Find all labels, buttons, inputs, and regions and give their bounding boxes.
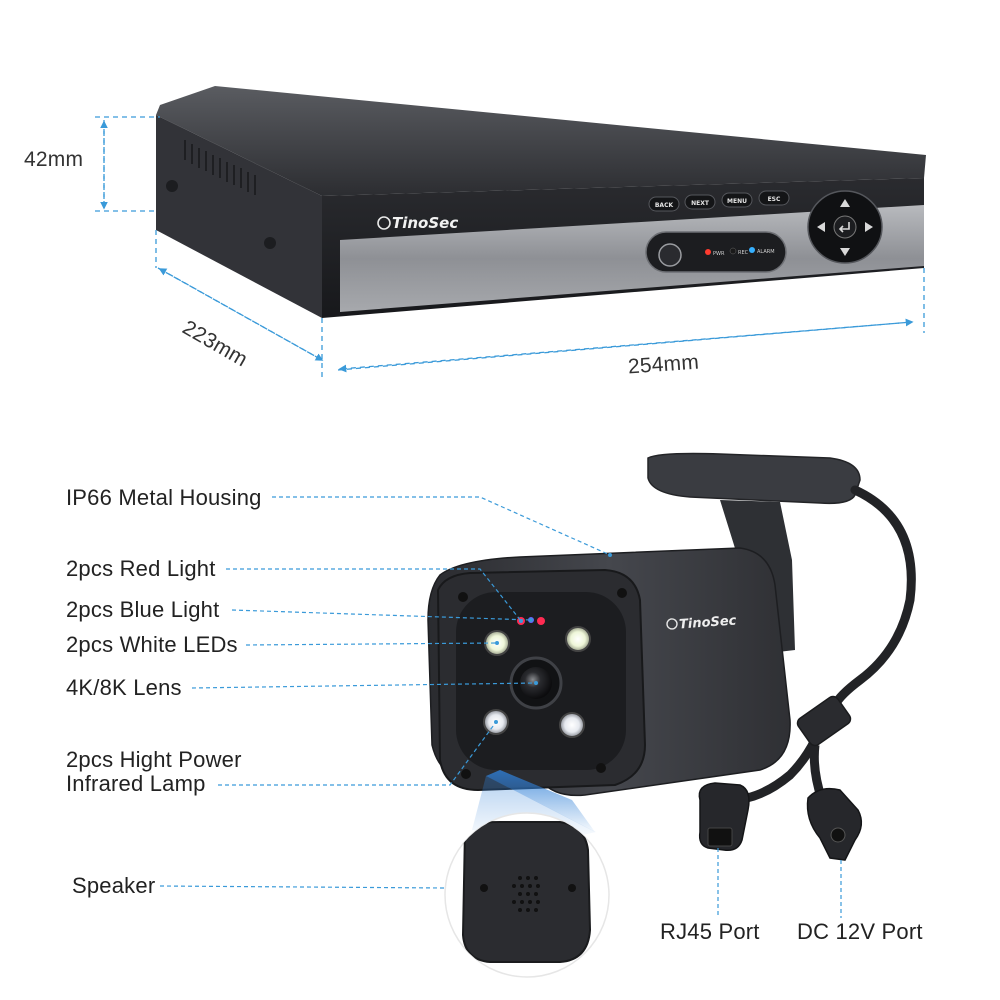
rj45-jack-icon (707, 827, 733, 847)
callout-line-housing (272, 496, 611, 556)
arrow-up-icon (840, 199, 850, 207)
callout-lens: 4K/8K Lens (66, 675, 182, 700)
bullet-camera: TinoSec (427, 452, 916, 861)
dvr-button-label: MENU (727, 198, 747, 205)
white-led-icon (565, 626, 591, 652)
callout-dots (494, 553, 612, 724)
infrared-led-icon (559, 712, 585, 738)
dvr-vents (184, 140, 256, 195)
callout-ip66-housing: IP66 Metal Housing (66, 485, 262, 510)
dc-port-connector (806, 787, 863, 861)
width-dimension-label: 254mm (627, 350, 700, 379)
width-dim-line (338, 321, 913, 373)
svg-text:PWR: PWR (713, 251, 725, 257)
dvr-dpad (807, 190, 883, 264)
dvr-buttons: BACK NEXT MENU ESC (648, 190, 790, 212)
screw-icon (568, 884, 576, 892)
callout-blue-light: 2pcs Blue Light (66, 597, 220, 622)
screw-icon (461, 769, 471, 779)
callout-line-infrared (218, 721, 497, 786)
enter-icon (838, 222, 850, 233)
rec-led-icon (729, 247, 737, 255)
cable-splitter (796, 695, 852, 747)
screw-icon (480, 884, 488, 892)
dvr-button-label: NEXT (691, 200, 710, 207)
callout-infrared-lamp: 2pcs Hight Power Infrared Lamp (66, 748, 326, 796)
screw-icon (596, 763, 606, 773)
dvr-screw (264, 237, 276, 249)
svg-text:TinoSec: TinoSec (679, 613, 738, 632)
callout-infrared-line-2: Infrared Lamp (66, 771, 206, 796)
callout-line-lens (191, 682, 537, 689)
dvr-button (721, 192, 753, 208)
svg-text:TinoSec: TinoSec (392, 214, 458, 232)
speaker-housing (461, 821, 592, 963)
usb-port-icon (658, 243, 682, 267)
dvr-button (648, 196, 680, 212)
rj45-port-connector (698, 782, 750, 852)
callout-dc-port: DC 12V Port (797, 919, 923, 944)
callout-lines (159, 496, 842, 918)
dvr-brand-logo: TinoSec (377, 214, 458, 232)
svg-text:REC: REC (738, 250, 749, 256)
dvr-button-label: ESC (768, 196, 781, 203)
callout-speaker: Speaker (72, 873, 156, 898)
alarm-led-icon (749, 247, 755, 253)
speaker-grille-icon (512, 876, 540, 912)
dvr-button (758, 190, 790, 206)
callout-line-red (226, 568, 522, 622)
camera-brand-logo: TinoSec (666, 613, 738, 632)
callout-line-blue (231, 609, 532, 621)
height-dimension-label: 42mm (24, 148, 84, 171)
dvr-panel (340, 205, 924, 312)
red-light-icon (537, 617, 545, 625)
speaker-closeup (444, 770, 610, 978)
screw-icon (458, 592, 468, 602)
dvr-button (684, 194, 716, 210)
dvr-top (156, 86, 926, 196)
callout-line-speaker (159, 885, 446, 889)
callout-white-leds: 2pcs White LEDs (66, 632, 238, 657)
camera-cable (830, 485, 916, 710)
dvr-screw (166, 180, 178, 192)
dvr-indicator-strip: PWR REC ALARM (645, 231, 787, 273)
dc-jack-icon (830, 827, 846, 843)
dvr-recorder: BACK NEXT MENU ESC TinoSec PWR REC (156, 86, 926, 318)
arrow-right-icon (865, 222, 873, 232)
callout-red-light: 2pcs Red Light (66, 556, 216, 581)
dimension-lines (95, 116, 925, 380)
dvr-button-label: BACK (655, 202, 674, 209)
screw-icon (617, 588, 627, 598)
speaker-beam (486, 770, 595, 832)
callout-infrared-line-1: 2pcs Hight Power (66, 747, 242, 772)
pwr-led-icon (705, 249, 711, 255)
depth-dim-line (158, 268, 323, 361)
svg-text:ALARM: ALARM (757, 249, 775, 255)
arrow-left-icon (817, 222, 825, 232)
dvr-side (156, 115, 322, 318)
callout-rj45-port: RJ45 Port (660, 919, 760, 944)
arrow-down-icon (840, 248, 850, 256)
camera-mount-plate (647, 452, 861, 505)
